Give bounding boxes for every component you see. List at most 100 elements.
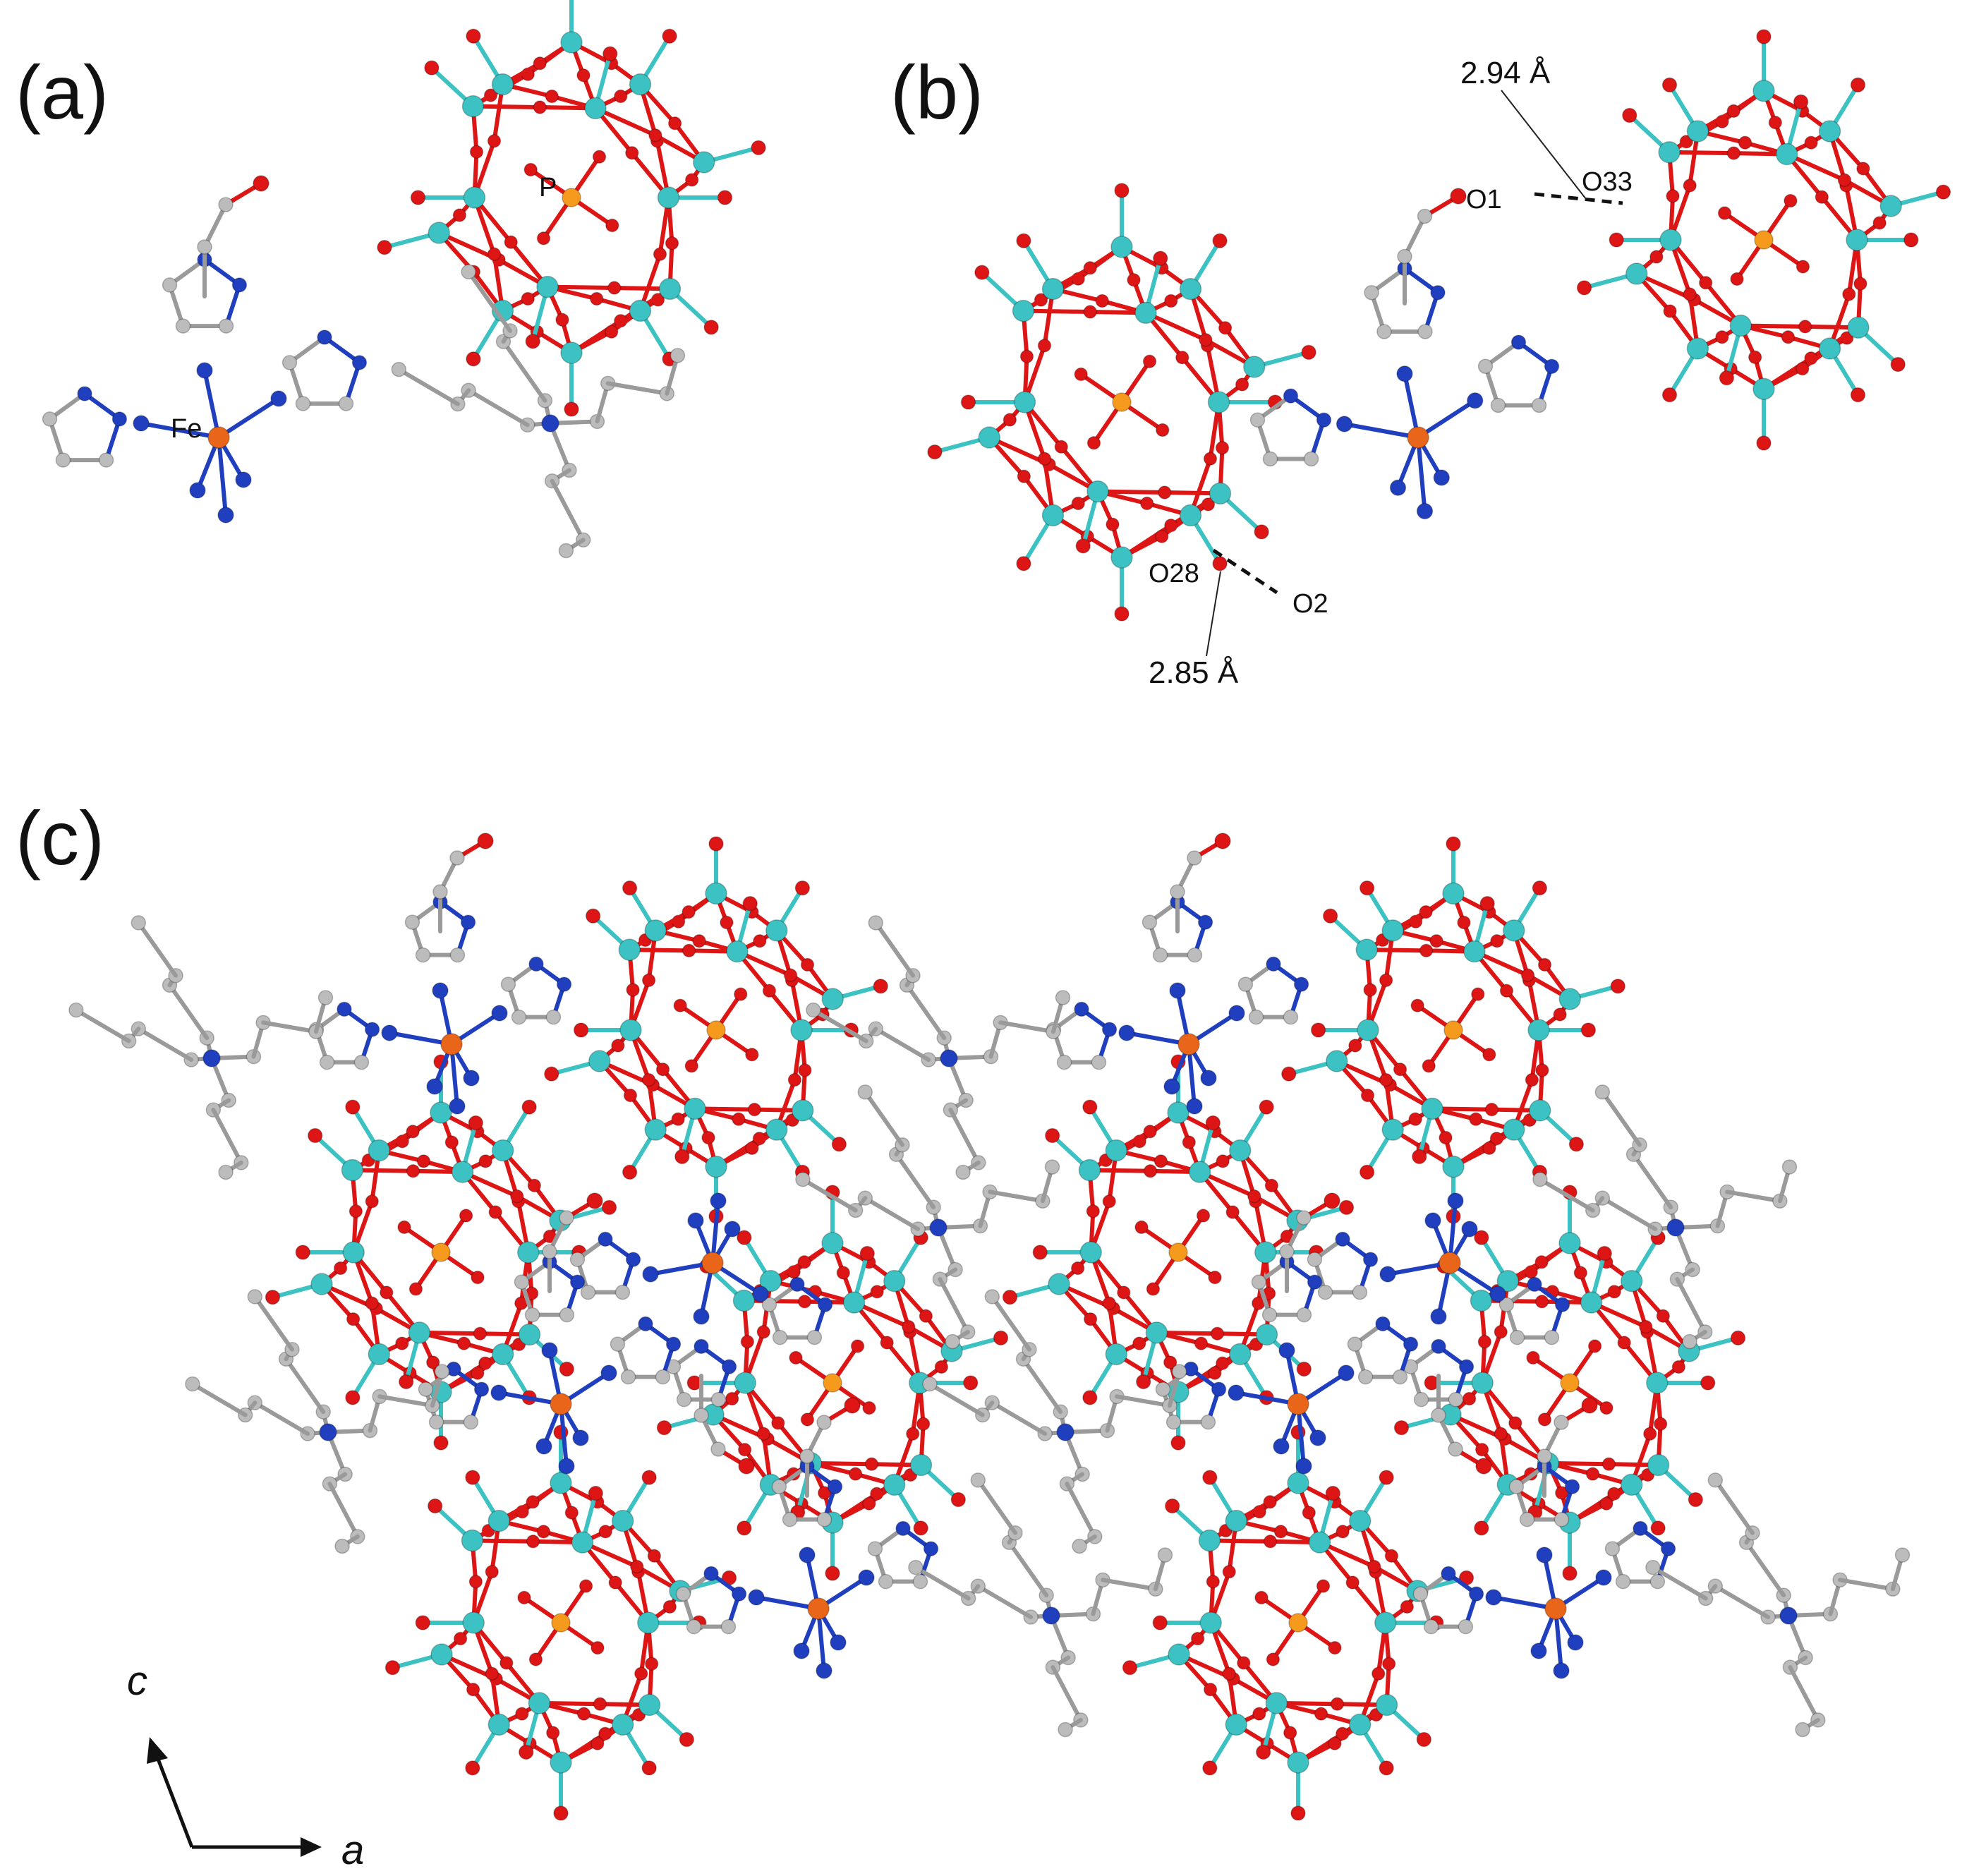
oxygen-atom — [1379, 973, 1393, 988]
nitrogen-atom — [625, 1252, 641, 1267]
tungsten-atom — [629, 73, 652, 96]
oxygen-atom — [1071, 496, 1085, 511]
nitrogen-atom — [1510, 334, 1527, 350]
bond — [894, 1152, 936, 1210]
tungsten-atom — [619, 1019, 642, 1041]
nitrogen-atom — [1295, 1458, 1312, 1475]
carbon-atom — [1317, 1284, 1333, 1300]
tungsten-atom — [342, 1241, 365, 1264]
tungsten-atom — [1442, 882, 1465, 905]
oxygen-atom — [1597, 1245, 1613, 1261]
bond — [605, 381, 670, 396]
tungsten-atom — [1580, 1291, 1603, 1314]
tetrabutylammonium-cation — [391, 264, 686, 559]
oxygen-atom — [751, 140, 766, 156]
tungsten-atom — [1145, 1321, 1168, 1344]
oxygen-atom — [1784, 193, 1798, 208]
oxygen-atom — [864, 1457, 879, 1471]
tungsten-atom — [644, 919, 667, 942]
carbon-atom — [912, 1573, 928, 1590]
tungsten-atom — [536, 275, 559, 298]
nitrogen-atom — [1485, 1589, 1502, 1606]
nitrogen-atom — [1536, 1547, 1553, 1563]
nitrogen-atom — [1266, 956, 1281, 972]
nitrogen-atom — [528, 956, 544, 972]
bond — [863, 1196, 921, 1232]
oxygen-atom — [1266, 1652, 1280, 1666]
oxygen-atom — [1856, 162, 1870, 176]
oxygen-atom — [622, 880, 638, 896]
tungsten-atom — [368, 1139, 390, 1162]
oxygen-atom — [525, 334, 540, 349]
oxygen-atom — [1206, 1575, 1221, 1589]
oxygen-atom — [641, 1072, 656, 1087]
nitrogen-atom — [929, 1218, 947, 1237]
tungsten-atom — [368, 1343, 390, 1366]
nitrogen-atom — [351, 355, 368, 370]
oxygen-atom — [737, 1230, 752, 1245]
oxygen-atom — [265, 1289, 281, 1305]
nitrogen-atom — [1553, 1662, 1570, 1679]
oxygen-atom — [1617, 1336, 1631, 1350]
tetrabutylammonium-cation — [1645, 1472, 1911, 1738]
hydrogen-bond — [1212, 548, 1278, 595]
tungsten-atom — [1287, 1472, 1309, 1494]
bond — [1144, 310, 1208, 342]
oxygen-atom — [544, 1066, 559, 1082]
carbon-atom — [675, 1586, 691, 1602]
bond — [873, 920, 915, 978]
oxygen-atom — [608, 1575, 622, 1590]
oxygen-atom — [648, 128, 662, 143]
oxygen-atom — [1381, 1657, 1396, 1671]
nitrogen-atom — [1389, 479, 1407, 496]
carbon-atom — [1544, 1329, 1560, 1345]
oxygen-atom — [591, 1640, 605, 1655]
oxygen-atom — [1474, 1520, 1489, 1536]
carbon-atom — [432, 884, 448, 900]
carbon-atom — [1519, 1511, 1535, 1527]
oxygen-atom — [1170, 1435, 1186, 1451]
bond — [1738, 323, 1808, 329]
oxygen-atom — [466, 28, 481, 44]
oxygen-atom — [1208, 1366, 1222, 1380]
tungsten-atom — [1355, 938, 1378, 961]
phosphorus-atom — [1288, 1613, 1308, 1633]
oxygen-atom — [1154, 1154, 1168, 1168]
carbon-atom — [1303, 451, 1319, 467]
carbon-atom — [806, 1002, 821, 1018]
bond — [990, 1400, 1048, 1436]
oxygen-atom — [1215, 440, 1230, 455]
tungsten-atom — [1048, 1273, 1070, 1295]
nitrogen-atom — [858, 1569, 875, 1586]
polyoxometalate-cluster — [377, 0, 766, 417]
carbon-atom — [542, 1244, 557, 1259]
oxygen-atom — [859, 1245, 876, 1261]
bond — [990, 1294, 1031, 1352]
oxygen-atom — [1114, 606, 1130, 622]
carbon-atom — [559, 1210, 574, 1226]
tungsten-atom — [341, 1158, 364, 1182]
oxygen-atom — [919, 1309, 933, 1324]
carbon-atom — [1261, 1307, 1278, 1323]
carbon-atom — [317, 990, 334, 1005]
oxygen-atom — [1082, 1099, 1098, 1115]
oxygen-atom — [1479, 895, 1495, 912]
oxygen-atom — [641, 973, 656, 988]
nitrogen-atom — [1666, 1218, 1685, 1237]
bond — [1788, 1665, 1820, 1722]
tetrabutylammonium-cation — [795, 1084, 1060, 1350]
hydrogen-bond-layer — [1212, 192, 1623, 595]
iron-complex — [42, 175, 368, 524]
tungsten-atom — [1558, 988, 1581, 1010]
tungsten-atom — [1209, 482, 1232, 505]
iron-atom — [550, 1393, 572, 1415]
tungsten-atom — [1503, 1118, 1525, 1141]
nitrogen-atom — [1362, 1252, 1379, 1267]
tungsten-atom — [1818, 120, 1841, 143]
bond — [998, 1020, 1055, 1034]
nitrogen-atom — [460, 914, 476, 930]
tungsten-atom — [883, 1473, 906, 1496]
tungsten-atom — [765, 919, 788, 942]
nitrogen-atom — [270, 390, 287, 407]
oxygen-atom — [1212, 556, 1228, 571]
